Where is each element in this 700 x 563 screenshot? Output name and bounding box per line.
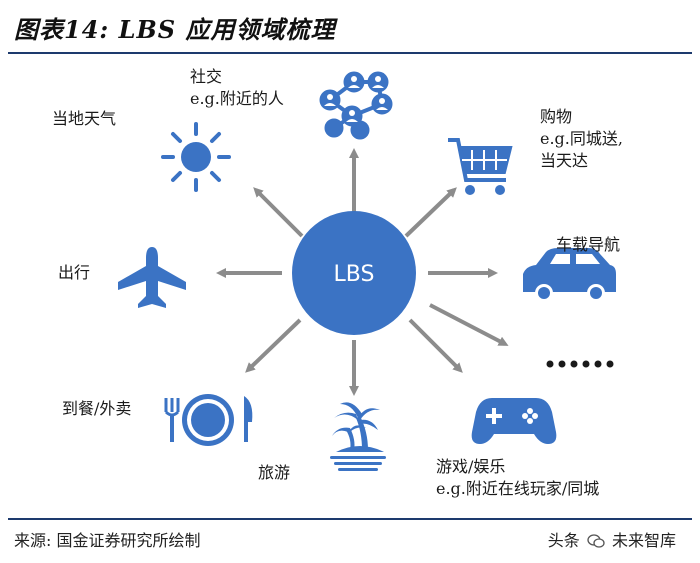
sun-icon	[161, 122, 231, 192]
games-label: 游戏/娱乐 e.g.附近在线玩家/同城	[436, 456, 599, 500]
source-note: 来源: 国金证券研究所绘制	[14, 531, 201, 550]
shopping-cart-icon	[448, 138, 513, 195]
arrows	[216, 148, 509, 396]
travel-label: 出行	[58, 263, 91, 282]
car-icon	[523, 248, 616, 302]
shopping-example: e.g.同城送,	[540, 129, 623, 148]
arrow-to-games	[408, 318, 463, 373]
weather-label: 当地天气	[52, 109, 117, 128]
gamepad-icon	[471, 398, 557, 444]
island-palm-icon	[330, 402, 386, 471]
arrow-to-more	[429, 303, 509, 346]
more-dots	[546, 360, 614, 368]
shopping-label: 购物 e.g.同城送, 当天达	[540, 106, 623, 172]
network-icon	[319, 71, 393, 140]
games-example: e.g.附近在线玩家/同城	[436, 479, 600, 498]
figure-title: 图表14: LBS 应用领域梳理	[14, 15, 336, 44]
dining-label: 到餐/外卖	[62, 399, 132, 418]
arrow-to-dining	[245, 318, 302, 373]
social-title: 社交	[190, 67, 223, 86]
social-label: 社交 e.g.附近的人	[190, 66, 284, 110]
shopping-title: 购物	[540, 107, 573, 126]
watermark-name: 未来智库	[611, 531, 676, 550]
tourism-label: 旅游	[258, 463, 291, 482]
watermark-prefix: 头条	[547, 531, 580, 550]
arrow-to-shopping	[404, 187, 457, 238]
car-nav-label: 车载导航	[556, 235, 621, 254]
center-label: LBS	[334, 262, 375, 287]
games-title: 游戏/娱乐	[436, 457, 506, 476]
arrow-to-weather	[253, 187, 304, 238]
watermark: 头条 未来智库	[548, 527, 676, 551]
center-node: LBS	[292, 211, 416, 335]
social-example: e.g.附近的人	[190, 89, 284, 108]
airplane-icon	[118, 247, 186, 308]
top-divider	[8, 52, 692, 54]
dining-plate-icon	[164, 394, 253, 446]
bottom-divider	[8, 518, 692, 520]
shopping-example-2: 当天达	[540, 151, 589, 170]
wechat-icon	[587, 534, 605, 548]
